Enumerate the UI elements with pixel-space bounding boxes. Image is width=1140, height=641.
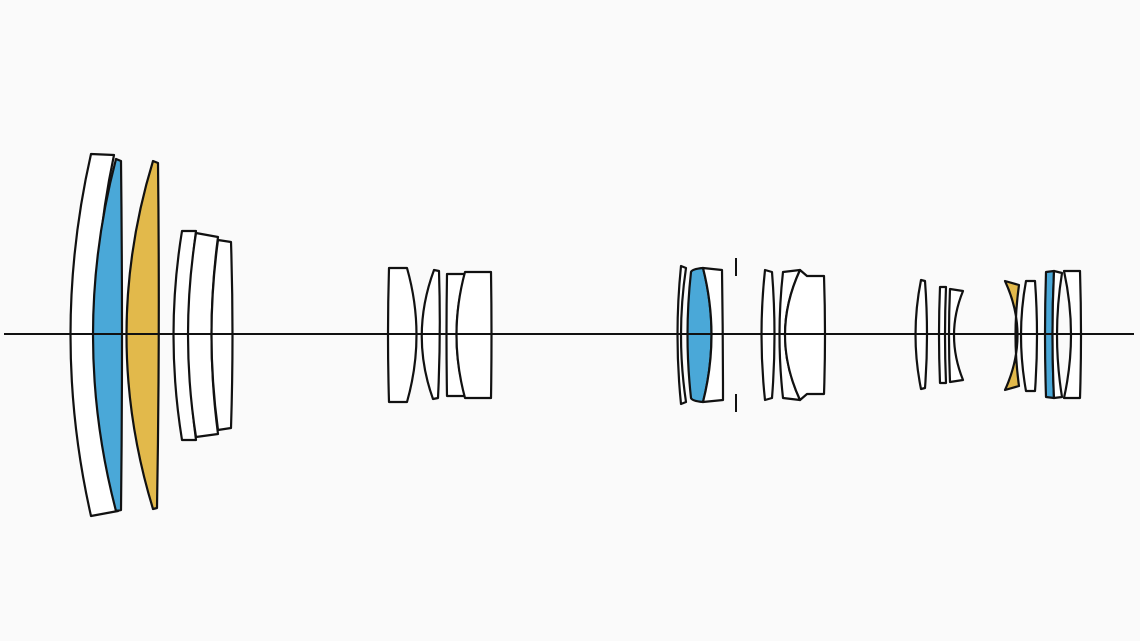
rear-element-4	[1051, 269, 1064, 400]
rear-yellow-lens	[1003, 279, 1021, 392]
rear-element-2	[1019, 279, 1039, 393]
third-element-1	[676, 264, 688, 406]
fifth-element-3	[947, 287, 965, 384]
